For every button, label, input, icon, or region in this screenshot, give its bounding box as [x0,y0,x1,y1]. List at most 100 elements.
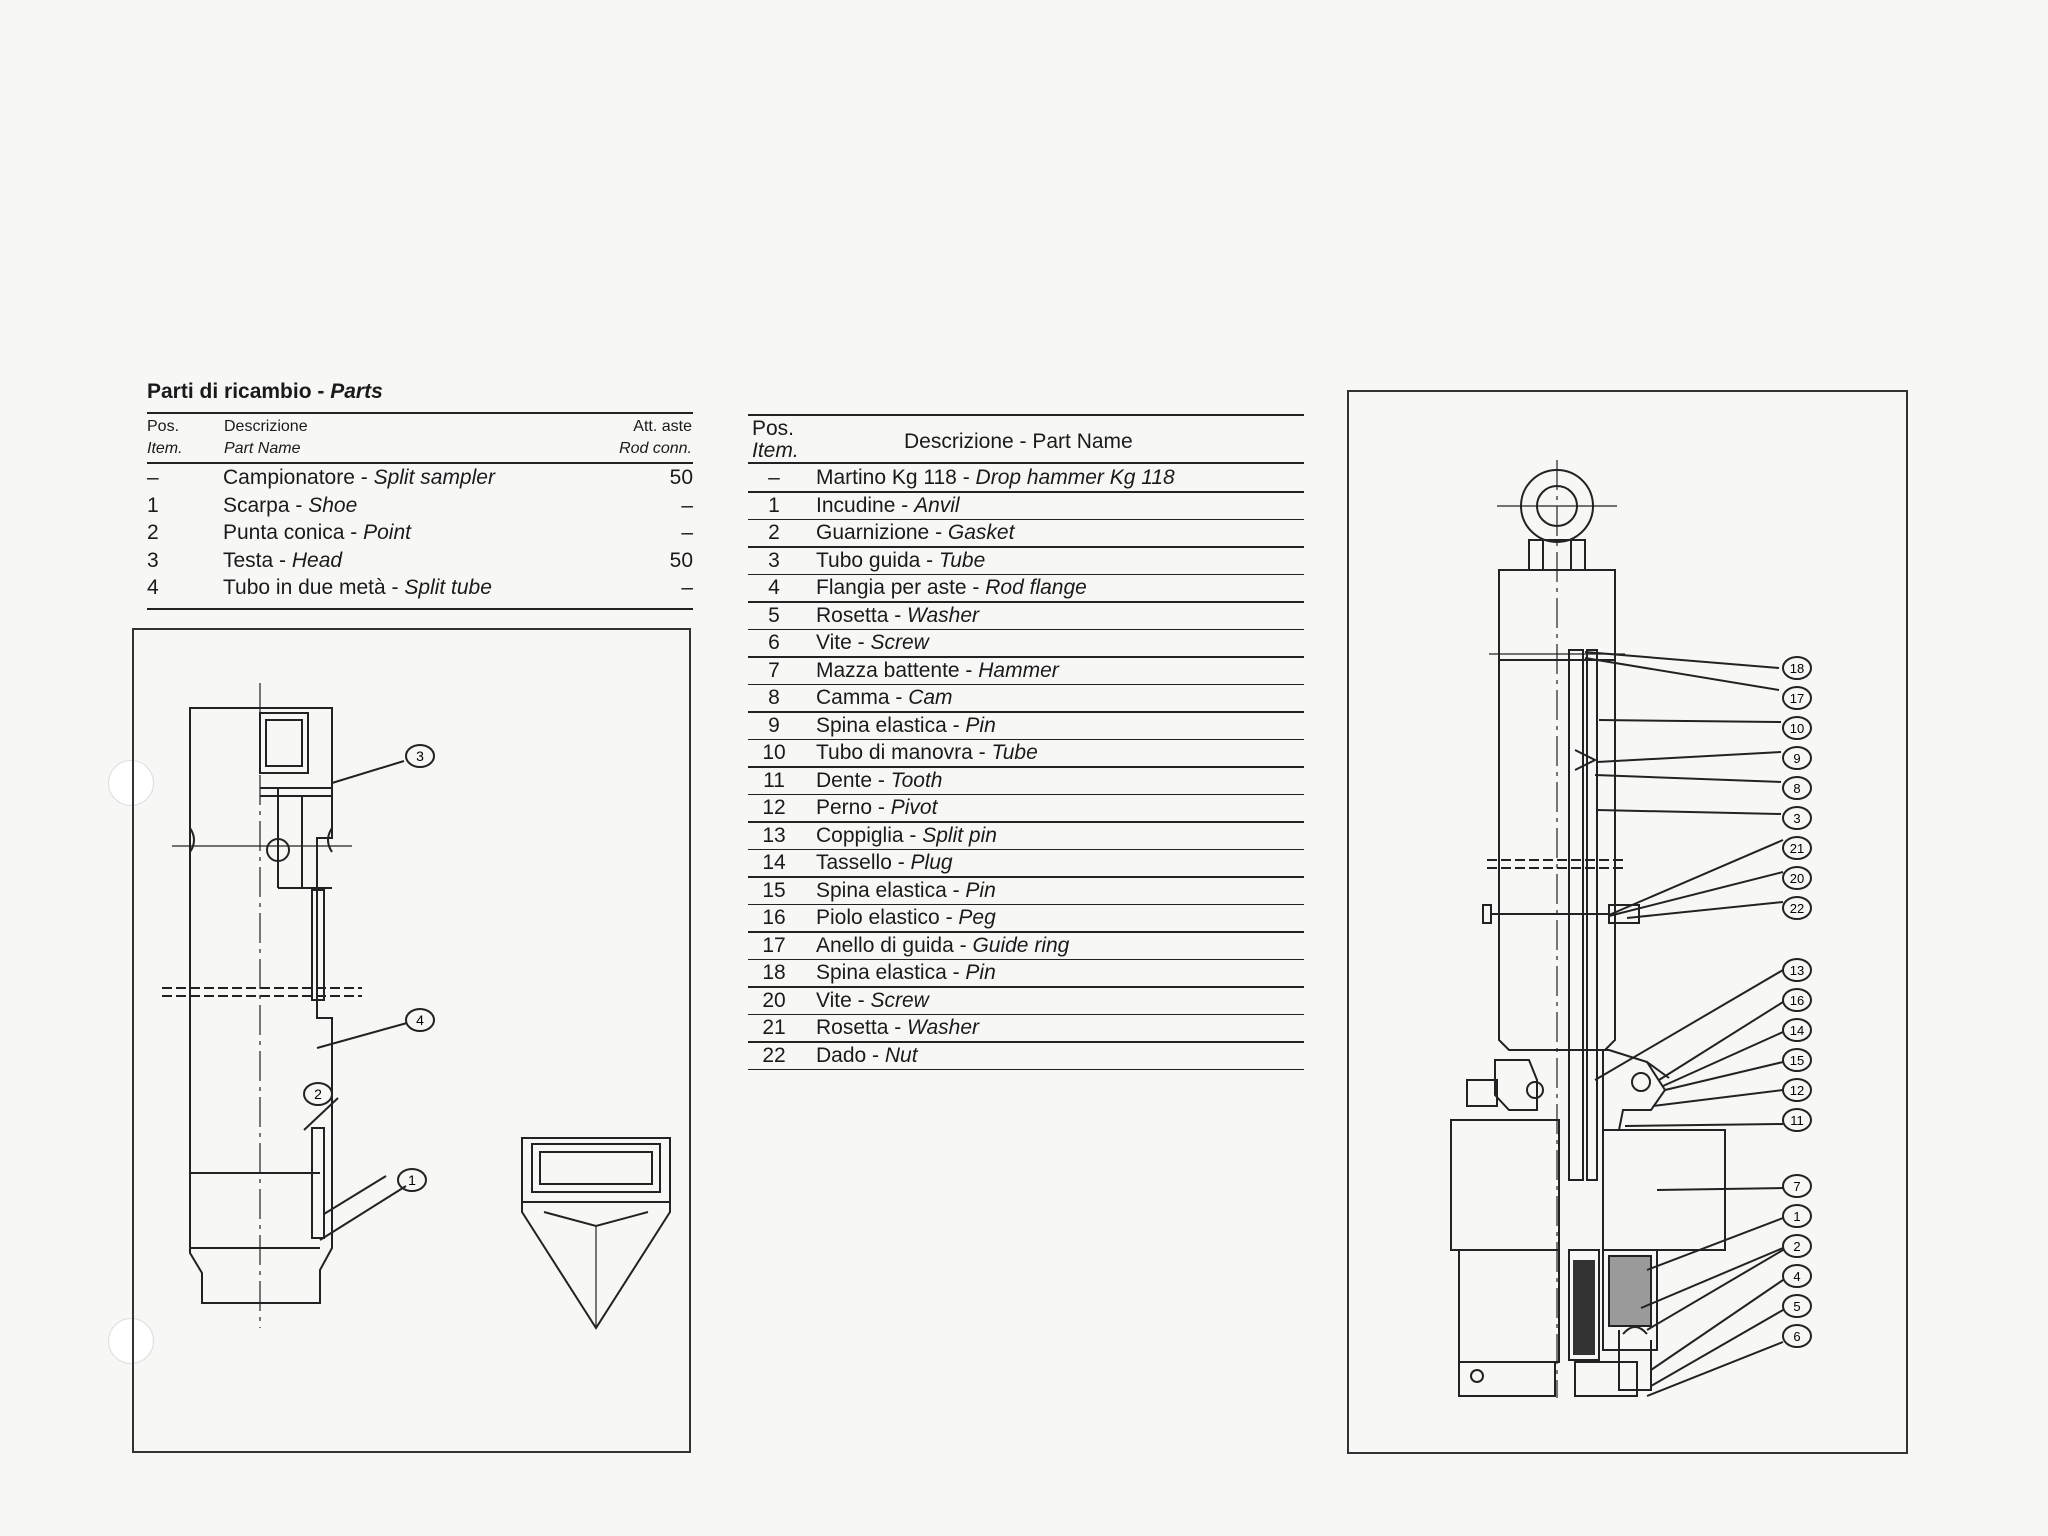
right-row-desc: Flangia per aste - Rod flange [816,576,1087,599]
hammer-callout-11: 11 [1790,1113,1804,1128]
hammer-callout-9: 9 [1793,751,1800,766]
right-table-top-rule [748,414,1304,416]
right-table-row: 15 Spina elastica - Pin [748,879,1304,905]
right-table-row: 9 Spina elastica - Pin [748,714,1304,740]
right-row-desc: Spina elastica - Pin [816,961,996,984]
sampler-drawing-frame [132,628,691,1453]
hammer-callout-22: 22 [1790,901,1804,916]
right-row-pos: 13 [762,823,786,847]
hammer-callout-15: 15 [1790,1053,1804,1068]
hammer-callout-12: 12 [1790,1083,1804,1098]
right-header-pos: Pos.Item. [752,417,799,462]
hammer-callout-2: 2 [1793,1239,1800,1254]
right-row-desc: Piolo elastico - Peg [816,906,996,929]
right-row-pos: – [768,466,780,489]
hammer-callout-18: 18 [1790,661,1804,676]
hammer-callout-14: 14 [1790,1023,1804,1038]
right-row-desc: Dente - Tooth [816,768,943,792]
right-row-pos: 20 [762,988,786,1012]
left-row-rod: 50 [669,548,693,572]
right-row-desc: Camma - Cam [816,686,953,709]
right-row-pos: 8 [768,686,780,709]
hammer-callout-10: 10 [1790,721,1804,736]
left-row-pos: 2 [147,521,159,544]
hammer-callout-1: 1 [1793,1209,1800,1224]
right-row-pos: 9 [768,713,780,737]
right-row-desc: Coppiglia - Split pin [816,823,997,847]
right-table-row-rule [748,848,1304,850]
right-table-row: 20 Vite - Screw [748,989,1304,1015]
right-table-row: – Martino Kg 118 - Drop hammer Kg 118 [748,466,1304,492]
right-row-pos: 12 [762,796,786,819]
left-row-rod: – [681,493,693,517]
hammer-callout-4: 4 [1793,1269,1800,1284]
hammer-callout-5: 5 [1793,1299,1800,1314]
hammer-callout-6: 6 [1793,1329,1800,1344]
right-row-pos: 15 [762,878,786,902]
hammer-callout-20: 20 [1790,871,1804,886]
right-row-pos: 16 [762,906,786,929]
right-row-desc: Vite - Screw [816,988,929,1012]
hammer-callout-7: 7 [1793,1179,1800,1194]
left-table-row: 3 Testa - Head 50 [147,549,693,575]
hammer-callout-3: 3 [1793,811,1800,826]
drop-hammer-diagram: 18 17 10 9 8 3 21 20 22 13 16 14 15 12 1… [1450,460,1812,1398]
right-table-row-rule [748,656,1304,658]
right-table-row-rule [748,958,1304,960]
left-row-desc: Tubo in due metà - Split tube [223,576,492,599]
right-table-row: 8 Camma - Cam [748,686,1304,712]
right-table-row-rule [748,876,1304,878]
right-table-row: 12 Perno - Pivot [748,796,1304,822]
left-table-header-rule [147,462,693,464]
right-table-row-rule [748,738,1304,740]
right-row-pos: 6 [768,631,780,654]
right-table-header-rule [748,462,1304,464]
parts-heading: Parti di ricambio - Parts [147,380,383,403]
right-header-desc: Descrizione - Part Name [904,430,1133,453]
right-row-desc: Martino Kg 118 - Drop hammer Kg 118 [816,466,1175,489]
right-row-desc: Spina elastica - Pin [816,713,996,737]
right-row-desc: Tassello - Plug [816,851,953,874]
right-row-desc: Incudine - Anvil [816,493,960,517]
hammer-drawing-frame [1347,390,1908,1454]
right-table-row-rule [748,573,1304,575]
left-table-row: 4 Tubo in due metà - Split tube – [147,576,693,602]
right-row-desc: Tubo di manovra - Tube [816,741,1038,764]
right-row-pos: 21 [762,1016,786,1039]
hammer-callout-21: 21 [1790,841,1804,856]
left-row-desc: Punta conica - Point [223,521,411,544]
left-row-pos: 1 [147,493,159,517]
right-row-pos: 11 [763,768,785,792]
right-table-row-rule [748,546,1304,548]
left-table-top-rule [147,412,693,414]
right-row-desc: Perno - Pivot [816,796,938,819]
left-row-pos: 3 [147,548,159,572]
right-row-pos: 14 [762,851,786,874]
split-sampler-diagram: 3 4 2 1 [162,683,671,1330]
left-row-rod: – [681,576,693,599]
right-table-row: 14 Tassello - Plug [748,851,1304,877]
right-row-desc: Mazza battente - Hammer [816,658,1059,682]
right-table-row-rule [748,1068,1304,1070]
right-table-row-rule [748,601,1304,603]
right-row-desc: Spina elastica - Pin [816,878,996,902]
right-table-row: 11 Dente - Tooth [748,769,1304,795]
right-row-desc: Tubo guida - Tube [816,548,986,572]
left-row-rod: – [681,521,693,544]
right-table-row-rule [748,491,1304,493]
right-table-row-rule [748,931,1304,933]
right-table-row-rule [748,986,1304,988]
left-row-pos: 4 [147,576,159,599]
right-row-pos: 17 [762,933,786,957]
left-row-desc: Testa - Head [223,548,343,572]
right-table-row-rule [748,1041,1304,1043]
